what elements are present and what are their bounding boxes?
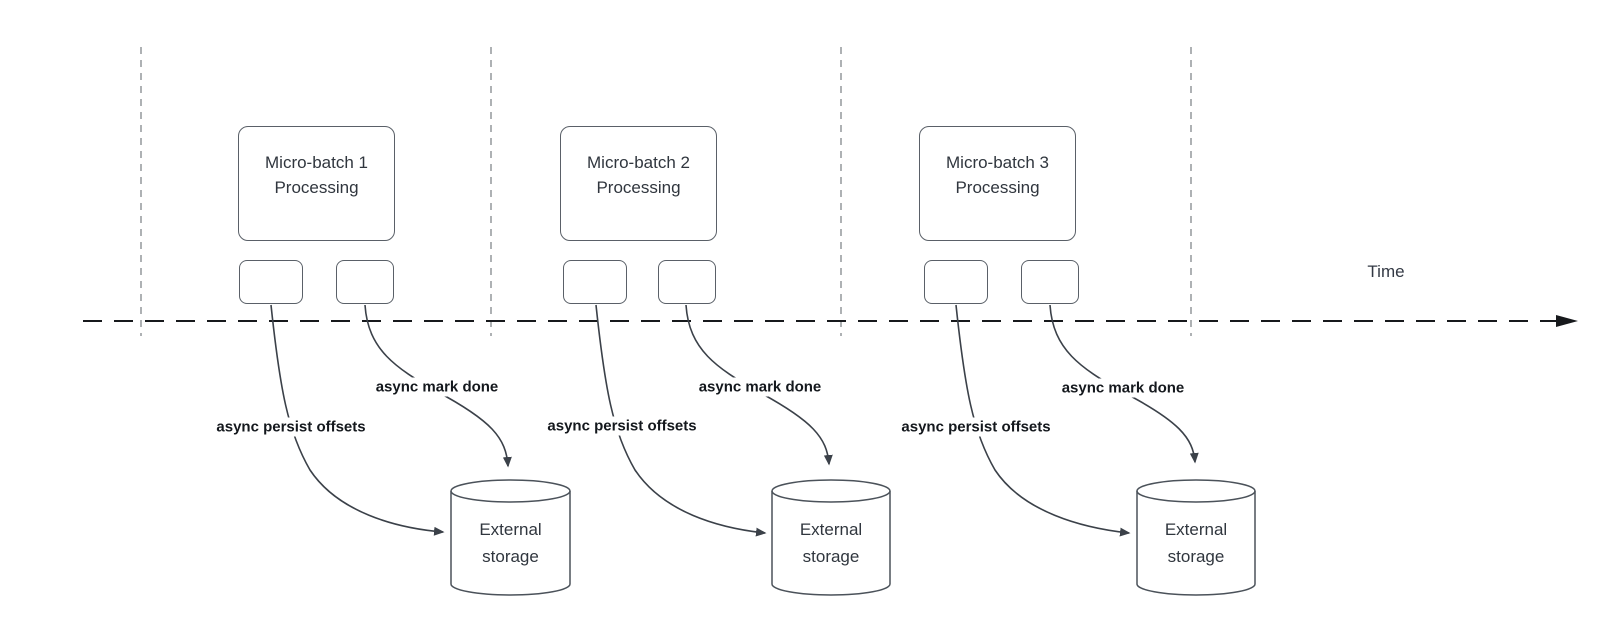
external-storage-line2: storage — [802, 547, 860, 566]
external-storage-cylinder — [1136, 479, 1256, 596]
external-storage-line2: storage — [482, 547, 539, 566]
micro-batch-processing-box: Micro-batch 3 Processing — [919, 126, 1076, 241]
external-storage-line2: storage — [1167, 547, 1225, 566]
mark-done-label: async mark done — [694, 377, 826, 397]
mark-done-task-box — [658, 260, 716, 304]
persist-offsets-task-box — [563, 260, 627, 304]
persist-offsets-arrow — [955, 304, 1131, 537]
persist-offsets-arrow — [270, 304, 445, 536]
external-storage-line1: External — [479, 520, 542, 539]
persist-offsets-task-box — [239, 260, 303, 304]
mark-done-task-box — [336, 260, 394, 304]
micro-batch-title-line2: Processing — [596, 178, 681, 197]
external-storage-line1: External — [799, 520, 863, 539]
external-storage-line1: External — [1164, 520, 1228, 539]
external-storage-cylinder — [450, 479, 571, 596]
micro-batch-title-line2: Processing — [274, 178, 359, 197]
micro-batch-title-line1: Micro-batch 1 — [265, 153, 368, 172]
time-axis-label: Time — [1367, 262, 1405, 281]
micro-batch-title-line2: Processing — [955, 178, 1040, 197]
external-storage-label: External storage — [772, 516, 890, 570]
external-storage-label: External storage — [1137, 516, 1255, 570]
persist-offsets-label: async persist offsets — [897, 417, 1055, 437]
micro-batch-processing-box: Micro-batch 2 Processing — [560, 126, 717, 241]
external-storage-label: External storage — [451, 516, 570, 570]
persist-offsets-label: async persist offsets — [543, 416, 701, 436]
mark-done-label: async mark done — [371, 377, 503, 397]
time-axis-arrowhead-icon — [1556, 315, 1578, 327]
mark-done-label: async mark done — [1057, 378, 1189, 398]
mark-done-task-box — [1021, 260, 1079, 304]
micro-batch-title-line1: Micro-batch 3 — [946, 153, 1049, 172]
micro-batch-processing-box: Micro-batch 1 Processing — [238, 126, 395, 241]
external-storage-cylinder — [771, 479, 891, 596]
persist-offsets-arrow — [595, 304, 767, 537]
persist-offsets-label: async persist offsets — [212, 417, 370, 437]
micro-batch-title-line1: Micro-batch 2 — [587, 153, 690, 172]
persist-offsets-task-box — [924, 260, 988, 304]
